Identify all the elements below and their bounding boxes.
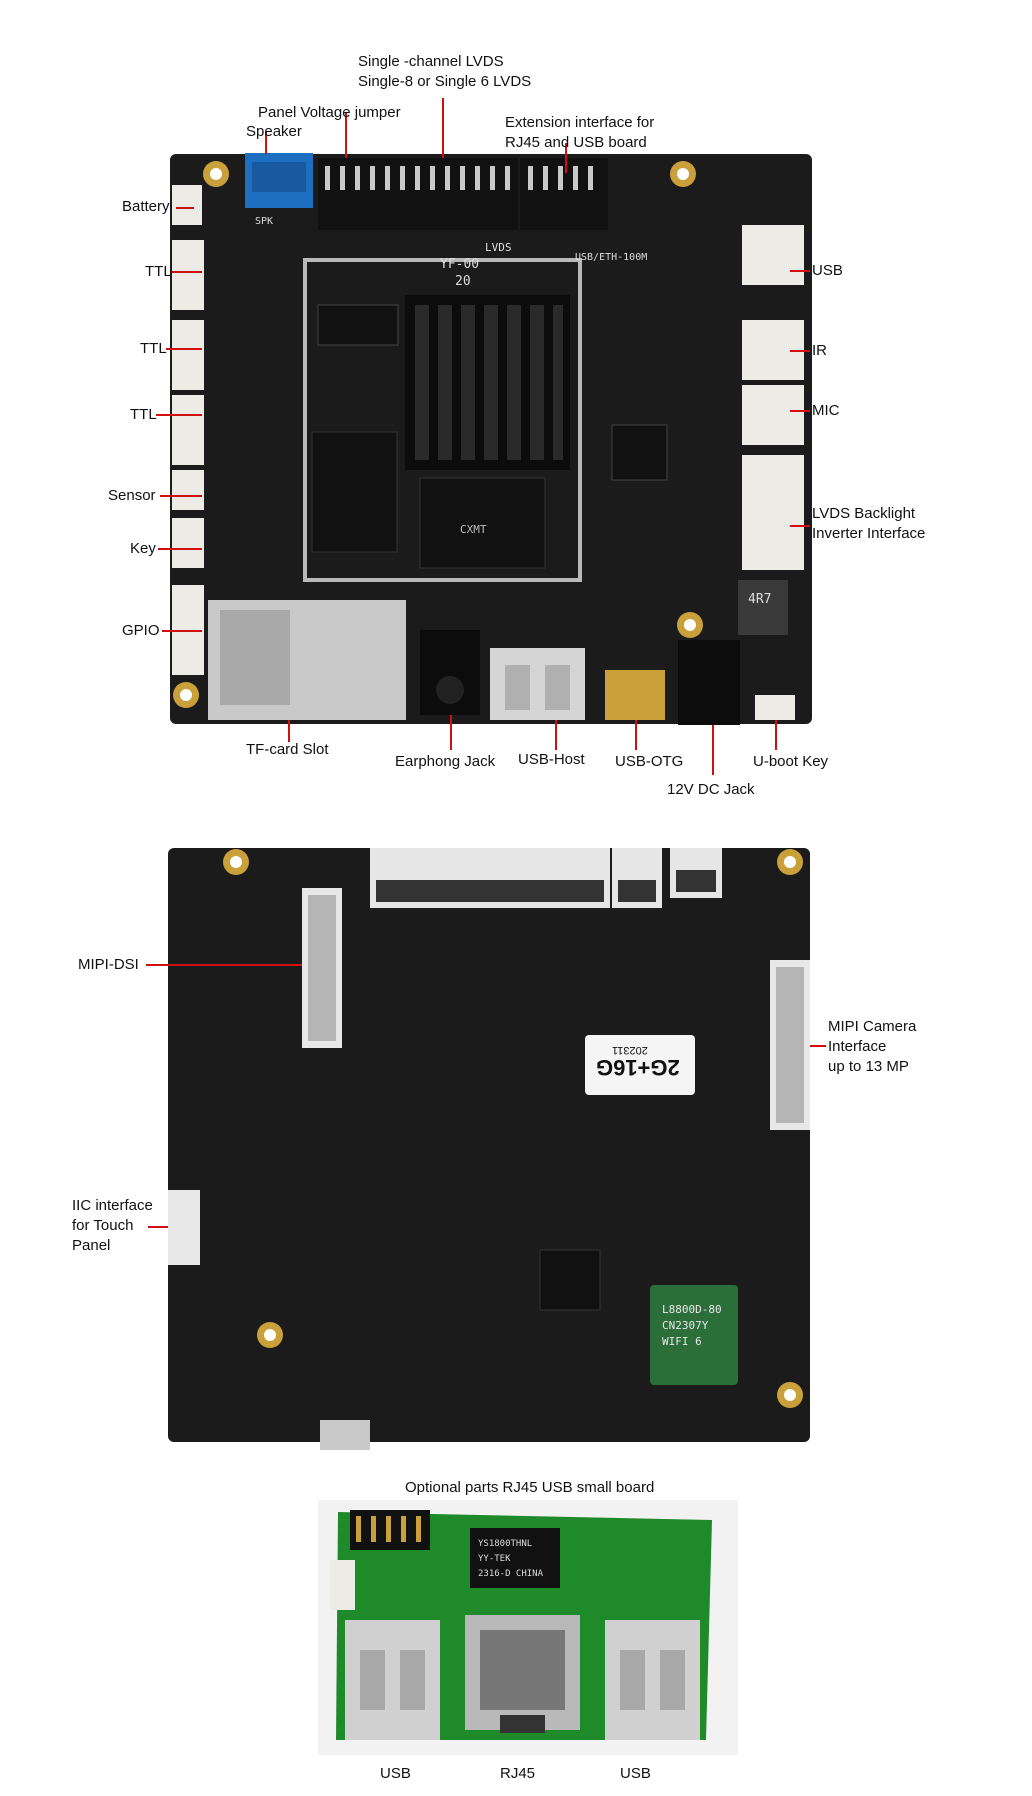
silk-yf: YF-00 — [440, 257, 480, 272]
label-ttl-1: TTL — [145, 263, 172, 280]
silk-usb-eth: USB/ETH-100M — [575, 252, 648, 263]
label-small-usb-left: USB — [380, 1765, 411, 1782]
label-usb-otg: USB-OTG — [615, 753, 684, 770]
label-usb-host: USB-Host — [518, 751, 585, 768]
callout-line-earphone — [450, 715, 452, 750]
label-ttl-3: TTL — [130, 406, 157, 423]
callout-line-iic — [148, 1226, 168, 1228]
label-ir: IR — [812, 342, 827, 359]
silk-lvds: LVDS — [485, 241, 512, 254]
wifi-line-2: CN2307Y — [662, 1319, 709, 1332]
main-board-bottom-graphic — [168, 848, 810, 1450]
silk-yf-2: 20 — [455, 274, 471, 289]
callout-line-usb — [790, 270, 810, 272]
callout-line-mipi-dsi — [146, 964, 302, 966]
callout-line-speaker — [265, 132, 267, 154]
silk-cxmt: CXMT — [460, 523, 487, 536]
label-mipi-camera-2: Interface — [828, 1038, 887, 1055]
small-board-title: Optional parts RJ45 USB small board — [405, 1479, 655, 1496]
callout-line-mic — [790, 410, 810, 412]
label-battery: Battery — [122, 198, 170, 215]
label-mipi-dsi: MIPI-DSI — [78, 956, 139, 973]
label-earphone: Earphong Jack — [395, 753, 496, 770]
label-lvds-1: Single -channel LVDS — [358, 53, 504, 70]
callout-line-backlight — [790, 525, 810, 527]
callout-line-sensor — [160, 495, 202, 497]
label-usb: USB — [812, 262, 843, 279]
callout-line-ttl1 — [172, 271, 202, 273]
callout-line-uboot — [775, 720, 777, 750]
label-tf-card: TF-card Slot — [246, 741, 329, 758]
callout-line-usb-host — [555, 720, 557, 750]
callout-line-tf — [288, 720, 290, 742]
label-extension-2: RJ45 and USB board — [505, 134, 647, 151]
wifi-line-1: L8800D-80 — [662, 1303, 722, 1316]
label-gpio: GPIO — [122, 622, 160, 639]
callout-line-key — [158, 548, 202, 550]
callout-line-dc — [712, 725, 714, 775]
label-backlight-1: LVDS Backlight — [812, 505, 916, 522]
label-extension-1: Extension interface for — [505, 114, 655, 131]
label-backlight-2: Inverter Interface — [812, 525, 926, 542]
chip-line-3: 2316-D CHINA — [478, 1569, 544, 1579]
label-sensor: Sensor — [108, 487, 156, 504]
label-key: Key — [130, 540, 156, 557]
label-panel-voltage: Panel Voltage jumper — [258, 104, 401, 121]
silk-inductor: 4R7 — [748, 592, 772, 607]
label-dc-jack: 12V DC Jack — [667, 781, 755, 798]
label-mipi-camera-1: MIPI Camera — [828, 1018, 917, 1035]
label-uboot-key: U-boot Key — [753, 753, 829, 770]
callout-line-usb-otg — [635, 720, 637, 750]
callout-line-mipi-camera — [810, 1045, 826, 1047]
chip-line-2: YY-TEK — [478, 1554, 511, 1564]
label-mipi-camera-3: up to 13 MP — [828, 1058, 909, 1075]
label-ttl-2: TTL — [140, 340, 167, 357]
label-small-usb-right: USB — [620, 1765, 651, 1782]
silk-spk: SPK — [255, 216, 274, 227]
label-speaker: Speaker — [246, 123, 302, 140]
label-mic: MIC — [812, 402, 840, 419]
callout-line-battery — [176, 207, 194, 209]
wifi-line-3: WIFI 6 — [662, 1335, 702, 1348]
chip-line-1: YS1800THNL — [478, 1539, 533, 1549]
label-iic-1: IIC interface — [72, 1197, 153, 1214]
callout-line-lvds — [442, 98, 444, 158]
callout-line-ttl3 — [156, 414, 202, 416]
main-board-top-graphic — [170, 153, 812, 725]
label-small-rj45: RJ45 — [500, 1765, 536, 1782]
callout-line-ir — [790, 350, 810, 352]
label-lvds-2: Single-8 or Single 6 LVDS — [358, 73, 532, 90]
label-iic-3: Panel — [72, 1237, 111, 1254]
callout-line-gpio — [162, 630, 202, 632]
callout-line-panel-voltage — [345, 112, 347, 158]
label-iic-2: for Touch — [72, 1217, 134, 1234]
callout-line-extension — [565, 143, 567, 173]
callout-line-ttl2 — [166, 348, 202, 350]
